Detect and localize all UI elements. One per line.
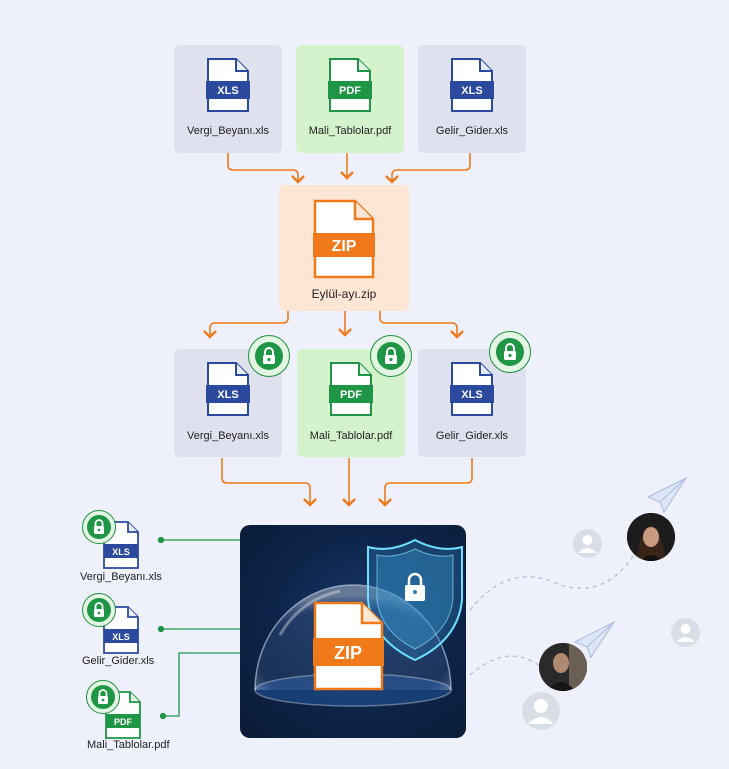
svg-text:PDF: PDF	[114, 717, 133, 727]
file-name: Gelir_Gider.xls	[82, 655, 155, 667]
arrow-4	[210, 311, 289, 337]
svg-text:XLS: XLS	[112, 547, 130, 557]
user-photo-avatar	[539, 643, 587, 691]
side-file-2[interactable]: XLS Gelir_Gider.xls	[80, 593, 180, 673]
svg-text:PDF: PDF	[340, 389, 362, 401]
lock-icon	[248, 335, 290, 377]
file-pdf-icon: PDF	[329, 362, 373, 416]
side-file-3[interactable]: PDF Mali_Tablolar.pdf	[86, 680, 186, 760]
lock-icon	[489, 331, 531, 373]
svg-text:PDF: PDF	[339, 85, 361, 97]
file-name: Mali_Tablolar.pdf	[309, 430, 393, 442]
top-file-card-1[interactable]: XLS Vergi_Beyanı.xls	[174, 45, 282, 153]
file-name: Mali_Tablolar.pdf	[308, 125, 392, 137]
arrow-1	[227, 153, 298, 182]
user-avatar-icon	[573, 529, 602, 558]
file-xls-icon: XLS	[206, 58, 250, 112]
file-zip-icon: ZIP	[313, 199, 375, 279]
lock-icon	[86, 680, 120, 714]
lock-icon	[82, 510, 116, 544]
arrow-3	[392, 153, 471, 182]
arrow-9	[385, 458, 473, 505]
shield-lock-icon	[367, 538, 463, 662]
svg-text:ZIP: ZIP	[332, 238, 357, 255]
svg-text:XLS: XLS	[461, 389, 482, 401]
top-file-card-2[interactable]: PDF Mali_Tablolar.pdf	[296, 45, 404, 153]
file-name: Mali_Tablolar.pdf	[87, 739, 170, 751]
paper-plane-icon	[646, 476, 688, 514]
file-xls-icon: XLS	[450, 58, 494, 112]
arrow-6	[379, 311, 457, 337]
paper-plane-icon	[573, 620, 616, 659]
zip-archive-card[interactable]: ZIP Eylül-ayı.zip	[279, 185, 409, 311]
secure-vault: ZIP	[240, 525, 466, 738]
svg-text:XLS: XLS	[112, 632, 130, 642]
svg-text:XLS: XLS	[217, 389, 238, 401]
lock-icon	[82, 593, 116, 627]
file-xls-icon: XLS	[450, 362, 494, 416]
file-pdf-icon: PDF	[328, 58, 372, 112]
connector-3	[163, 652, 270, 717]
svg-text:ZIP: ZIP	[334, 643, 362, 663]
top-file-card-3[interactable]: XLS Gelir_Gider.xls	[418, 45, 526, 153]
file-name: Gelir_Gider.xls	[435, 430, 509, 442]
file-name: Gelir_Gider.xls	[435, 125, 509, 137]
archive-name: Eylül-ayı.zip	[311, 287, 377, 301]
user-avatar-icon	[522, 692, 560, 730]
arrow-7	[221, 458, 310, 505]
share-path-1	[469, 544, 641, 611]
file-name: Vergi_Beyanı.xls	[80, 571, 162, 583]
file-name: Vergi_Beyanı.xls	[187, 430, 269, 442]
user-photo-avatar	[627, 513, 675, 561]
user-avatar-icon	[671, 618, 700, 647]
lock-icon	[370, 335, 412, 377]
file-name: Vergi_Beyanı.xls	[187, 125, 269, 137]
side-file-1[interactable]: XLS Vergi_Beyanı.xls	[80, 510, 180, 590]
svg-text:XLS: XLS	[217, 85, 238, 97]
file-xls-icon: XLS	[206, 362, 250, 416]
svg-text:XLS: XLS	[461, 85, 482, 97]
file-zip-icon: ZIP	[313, 601, 384, 691]
